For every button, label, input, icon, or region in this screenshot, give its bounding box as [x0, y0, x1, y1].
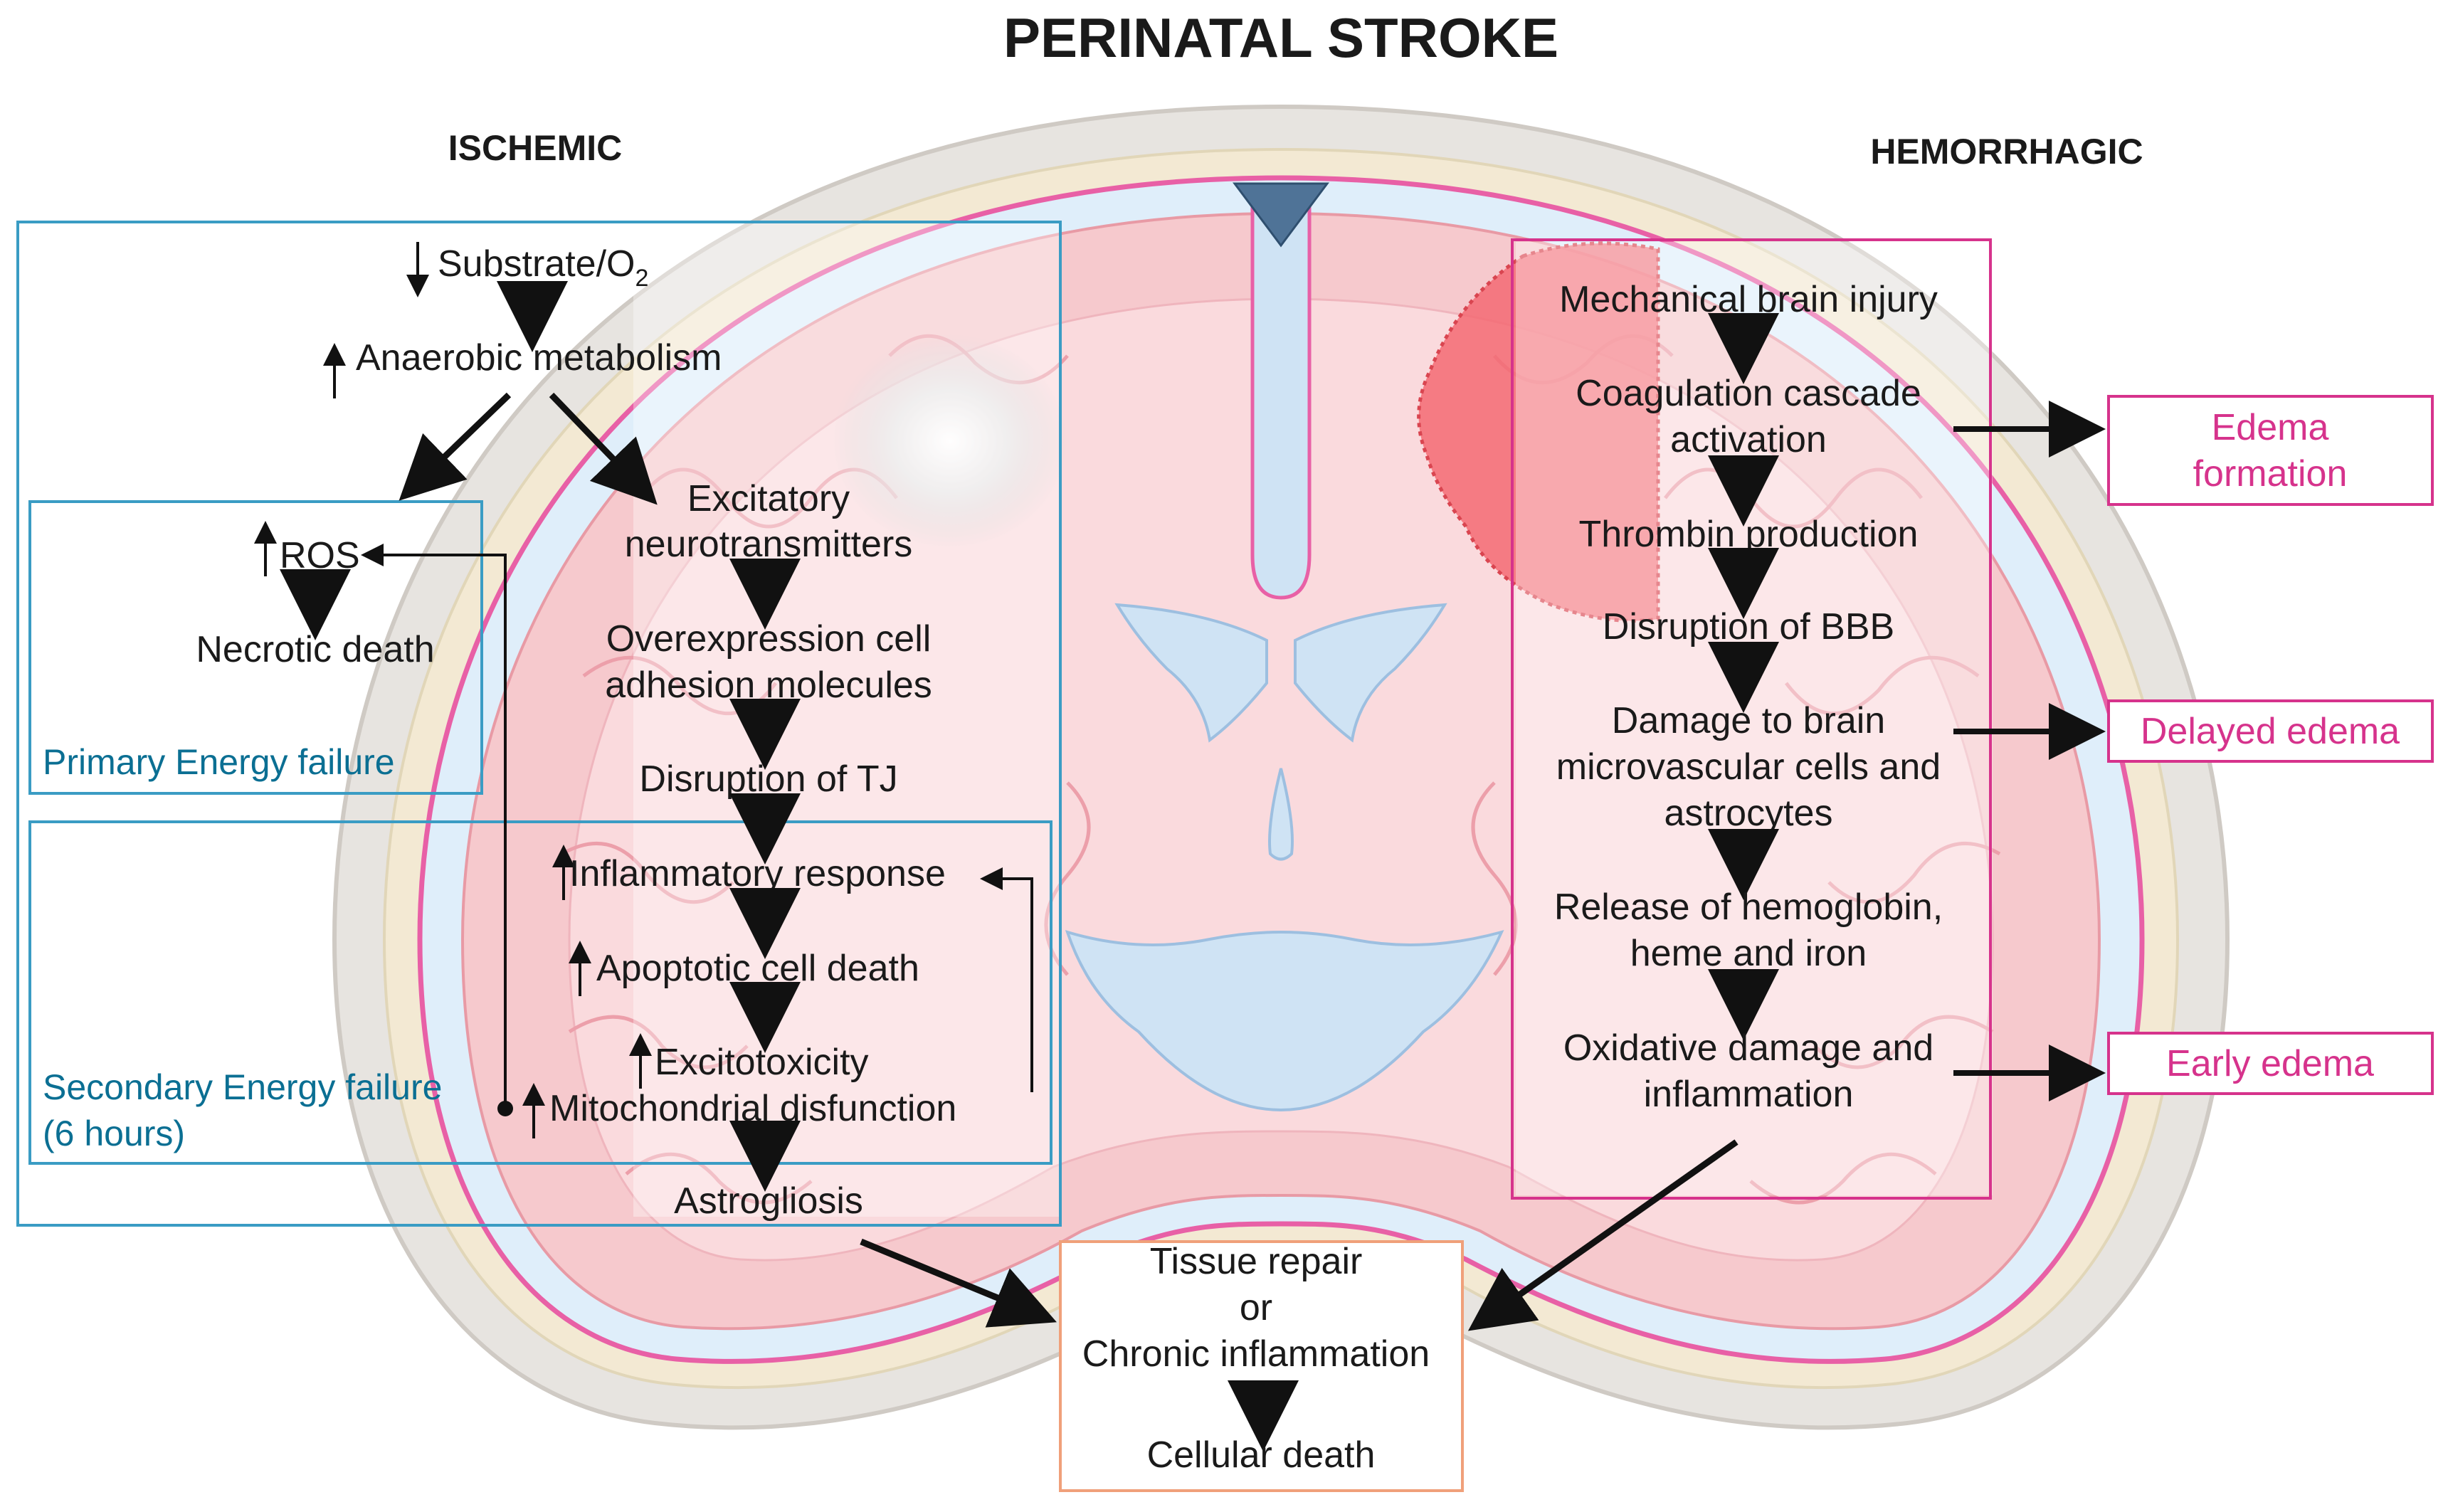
excitotoxicity-text: Excitotoxicity: [655, 1042, 869, 1083]
overexpression-text-1: Overexpression cell: [606, 618, 932, 660]
anaerobic-text: Anaerobic metabolism: [356, 337, 722, 379]
excitatory-text-1: Excitatory: [687, 478, 850, 519]
edema-formation-text-2: formation: [2193, 453, 2348, 495]
sagittal-sinus: [1233, 182, 1329, 248]
oxidative-text-2: inflammation: [1644, 1074, 1854, 1115]
third-ventricle: [1268, 768, 1294, 861]
substrate-text: Substrate/O2: [438, 243, 648, 292]
hemorrhagic-box: [1511, 238, 1992, 1200]
damage-text-1: Damage to brain: [1612, 700, 1885, 741]
inflammatory-feedback-line: [980, 867, 1033, 1092]
page-title: PERINATAL STROKE: [1003, 6, 1558, 69]
to-outcome-arrow-left: [860, 1238, 1057, 1328]
lateral-ventricle-left: [1114, 603, 1268, 743]
primary-energy-label: Primary Energy failure: [43, 742, 395, 782]
early-edema-text: Early edema: [2166, 1043, 2374, 1084]
primary-energy-box: [28, 500, 483, 795]
hemorrhage-region: [1417, 241, 1660, 623]
necrotic-text: Necrotic death: [196, 629, 434, 670]
ischemic-heading: ISCHEMIC: [448, 128, 622, 168]
mechanical-text: Mechanical brain injury: [1559, 279, 1938, 320]
mitochondrial-text: Mitochondrial disfunction: [549, 1088, 956, 1129]
cellular-death-text: Cellular death: [1147, 1434, 1376, 1476]
ischemic-lesion: [833, 334, 1067, 548]
to-outcome-arrow-right: [1467, 1139, 1739, 1331]
feedback-origin-dot: [497, 1101, 513, 1116]
branch-arrow-right: [549, 392, 658, 505]
branch-arrow-left: [399, 392, 512, 501]
secondary-energy-label-1: Secondary Energy failure: [43, 1067, 442, 1107]
edema-formation-box: [2107, 395, 2434, 506]
inflammatory-text: Inflammatory response: [569, 853, 946, 894]
excitatory-text-2: neurotransmitters: [625, 524, 913, 565]
ischemic-box: [16, 221, 1062, 1227]
secondary-energy-box: [28, 820, 1052, 1165]
ischemic-panel: ISCHEMIC Substrate/O2 Anaerobic metaboli…: [16, 128, 1062, 1328]
tissue-repair-text: Tissue repair: [1150, 1241, 1363, 1282]
outcome-panel: Tissue repair or Chronic inflammation Ce…: [1059, 1240, 1464, 1492]
oxidative-text-1: Oxidative damage and: [1563, 1027, 1933, 1069]
edema-formation-text-1: Edema: [2212, 407, 2329, 448]
astrogliosis-text: Astrogliosis: [674, 1180, 863, 1222]
overexpression-text-2: adhesion molecules: [605, 665, 932, 706]
damage-text-3: astrocytes: [1664, 793, 1833, 834]
or-text: or: [1240, 1287, 1272, 1328]
delayed-edema-text: Delayed edema: [2141, 711, 2400, 752]
damage-text-2: microvascular cells and: [1556, 746, 1941, 788]
ros-text: ROS: [280, 535, 360, 576]
ischemic-overlay: [633, 221, 1060, 1217]
disruption-tj-text: Disruption of TJ: [639, 758, 897, 800]
release-text-1: Release of hemoglobin,: [1554, 887, 1943, 928]
thrombin-text: Thrombin production: [1579, 514, 1919, 555]
coagulation-text-2: activation: [1670, 419, 1827, 460]
bbb-text: Disruption of BBB: [1603, 606, 1894, 647]
ros-feedback-line: [361, 544, 507, 1106]
release-text-2: heme and iron: [1630, 933, 1867, 974]
secondary-energy-label-2: (6 hours): [43, 1114, 185, 1153]
longitudinal-fissure: [1250, 183, 1312, 600]
early-edema-box: [2107, 1032, 2434, 1095]
basal-cistern: [1065, 929, 1504, 1112]
lateral-ventricle-right: [1294, 603, 1447, 743]
chronic-text: Chronic inflammation: [1082, 1333, 1430, 1375]
hemorrhagic-heading: HEMORRHAGIC: [1870, 132, 2143, 171]
hemorrhagic-panel: HEMORRHAGIC Mechanical brain injury Coag…: [1467, 132, 2434, 1331]
coagulation-text-1: Coagulation cascade: [1576, 373, 1921, 414]
apoptotic-text: Apoptotic cell death: [596, 948, 919, 989]
delayed-edema-box: [2107, 699, 2434, 763]
